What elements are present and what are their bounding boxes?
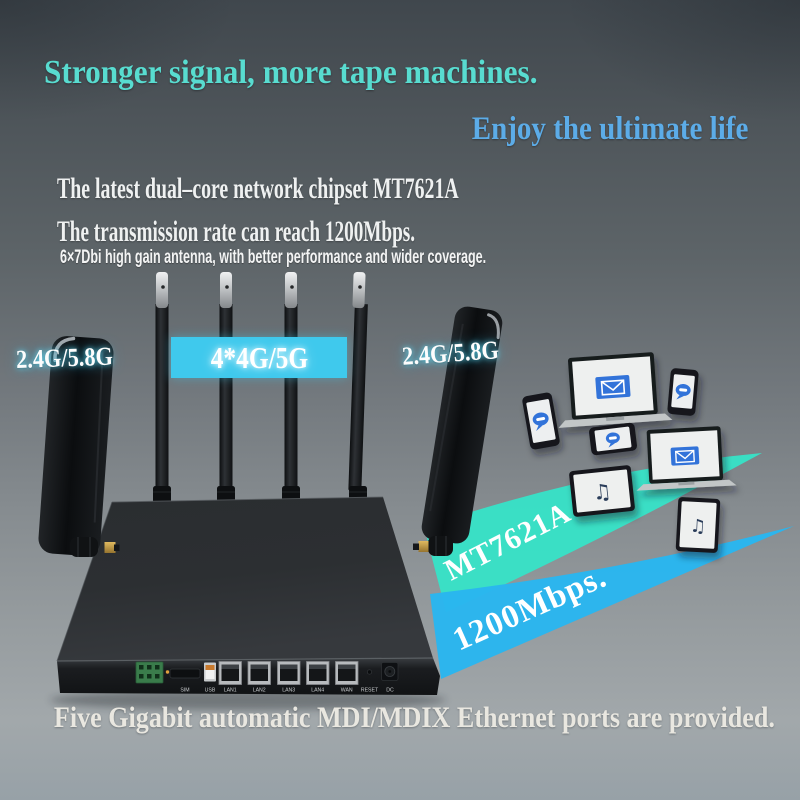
feature-chipset: The latest dual–core network chipset MT7… xyxy=(57,172,666,206)
router-ports: SIM USB LAN1 LAN2 LAN3 LAN4 WAN RESET DC xyxy=(135,661,399,694)
chat-bubble-icon xyxy=(532,412,549,431)
port-wan xyxy=(335,661,359,685)
antenna-left-paddle xyxy=(38,336,120,557)
feature-speed-text: The transmission rate can reach 1200Mbps… xyxy=(57,215,416,248)
music-note-icon: ♫ xyxy=(689,516,706,538)
router-front-edge-highlight xyxy=(56,657,434,662)
feature-speed: The transmission rate can reach 1200Mbps… xyxy=(57,215,616,249)
port-dc xyxy=(381,662,399,681)
port-lan2 xyxy=(247,661,271,685)
port-label-sim: SIM xyxy=(180,688,189,694)
headline: Stronger signal, more tape machines. xyxy=(44,54,580,92)
subheadline-text: Enjoy the ultimate life xyxy=(471,111,748,147)
port-lan3 xyxy=(277,661,301,685)
tablet-device-landscape: ♫ xyxy=(569,465,635,517)
port-label-lan2: LAN2 xyxy=(253,688,266,694)
port-label-lan4: LAN4 xyxy=(311,688,324,694)
footer-tagline: Five Gigabit automatic MDI/MDIX Ethernet… xyxy=(0,701,800,735)
tablet-screen xyxy=(679,501,717,549)
port-label-reset: RESET xyxy=(361,688,379,694)
status-led xyxy=(165,670,170,674)
antenna-1 xyxy=(153,272,171,504)
feature-antenna-text: 6×7Dbi high gain antenna, with better pe… xyxy=(60,247,487,268)
feature-antenna: 6×7Dbi high gain antenna, with better pe… xyxy=(60,247,706,269)
port-lan4 xyxy=(306,661,330,685)
router-shadow xyxy=(50,690,446,710)
feature-chipset-text: The latest dual–core network chipset MT7… xyxy=(57,172,459,205)
port-labels: SIM USB LAN1 LAN2 LAN3 LAN4 WAN RESET DC xyxy=(180,688,394,694)
port-label-wan: WAN xyxy=(341,688,353,694)
email-icon xyxy=(595,374,631,400)
port-lan1 xyxy=(218,661,242,685)
terminal-block xyxy=(135,661,164,684)
swoosh-bands: MT7621A 1200Mbps. xyxy=(424,453,794,679)
port-label-lan1: LAN1 xyxy=(224,688,237,694)
sma-connector-left xyxy=(104,542,116,553)
port-label-usb: USB xyxy=(205,688,216,694)
antenna-3 xyxy=(282,272,300,504)
antenna-2 xyxy=(217,272,235,504)
router-top-face xyxy=(57,497,433,661)
reset-hole xyxy=(366,669,373,675)
chat-bubble-icon xyxy=(675,383,691,400)
port-sim xyxy=(169,668,201,679)
right-hinge xyxy=(428,536,453,556)
headline-text: Stronger signal, more tape machines. xyxy=(44,54,538,91)
port-label-dc: DC xyxy=(386,688,394,694)
music-note-icon: ♫ xyxy=(591,479,612,505)
tablet-device-portrait: ♫ xyxy=(675,497,721,553)
center-antenna-banner: 4*4G/5G xyxy=(171,337,347,378)
center-antennas xyxy=(153,271,368,504)
email-icon xyxy=(670,446,700,466)
left-hinge xyxy=(70,537,98,557)
banner-label: 4*4G/5G xyxy=(210,340,308,375)
antenna-label-left-text: 2.4G/5.8G xyxy=(15,341,114,374)
laptop-device-1 xyxy=(558,352,673,428)
phone-device-right xyxy=(667,368,699,416)
phone-device-left xyxy=(522,392,560,450)
laptop-base-notch xyxy=(678,481,695,486)
laptop-base xyxy=(558,413,673,428)
antenna-label-left: 2.4G/5.8G xyxy=(16,341,130,375)
laptop-base xyxy=(636,479,737,491)
router-back-edge xyxy=(111,496,384,503)
laptop-device-2 xyxy=(636,426,737,491)
router-left-edge xyxy=(56,501,113,662)
laptop-base-notch xyxy=(606,416,625,422)
device-cluster: ♫ ♫ xyxy=(522,352,737,553)
blue-swoosh xyxy=(430,526,794,679)
teal-swoosh xyxy=(424,453,762,612)
tablet-screen xyxy=(573,469,631,513)
port-label-lan3: LAN3 xyxy=(282,688,295,694)
sma-connector-right xyxy=(418,541,429,552)
antenna-right-paddle xyxy=(413,306,503,556)
subheadline: Enjoy the ultimate life xyxy=(434,111,748,148)
router: SIM USB LAN1 LAN2 LAN3 LAN4 WAN RESET DC xyxy=(38,271,503,710)
phone-device-landscape xyxy=(589,422,637,456)
chat-bubble-icon xyxy=(605,432,620,448)
port-usb xyxy=(204,662,216,682)
antenna-4 xyxy=(348,271,368,504)
footer-tagline-text: Five Gigabit automatic MDI/MDIX Ethernet… xyxy=(53,701,775,734)
